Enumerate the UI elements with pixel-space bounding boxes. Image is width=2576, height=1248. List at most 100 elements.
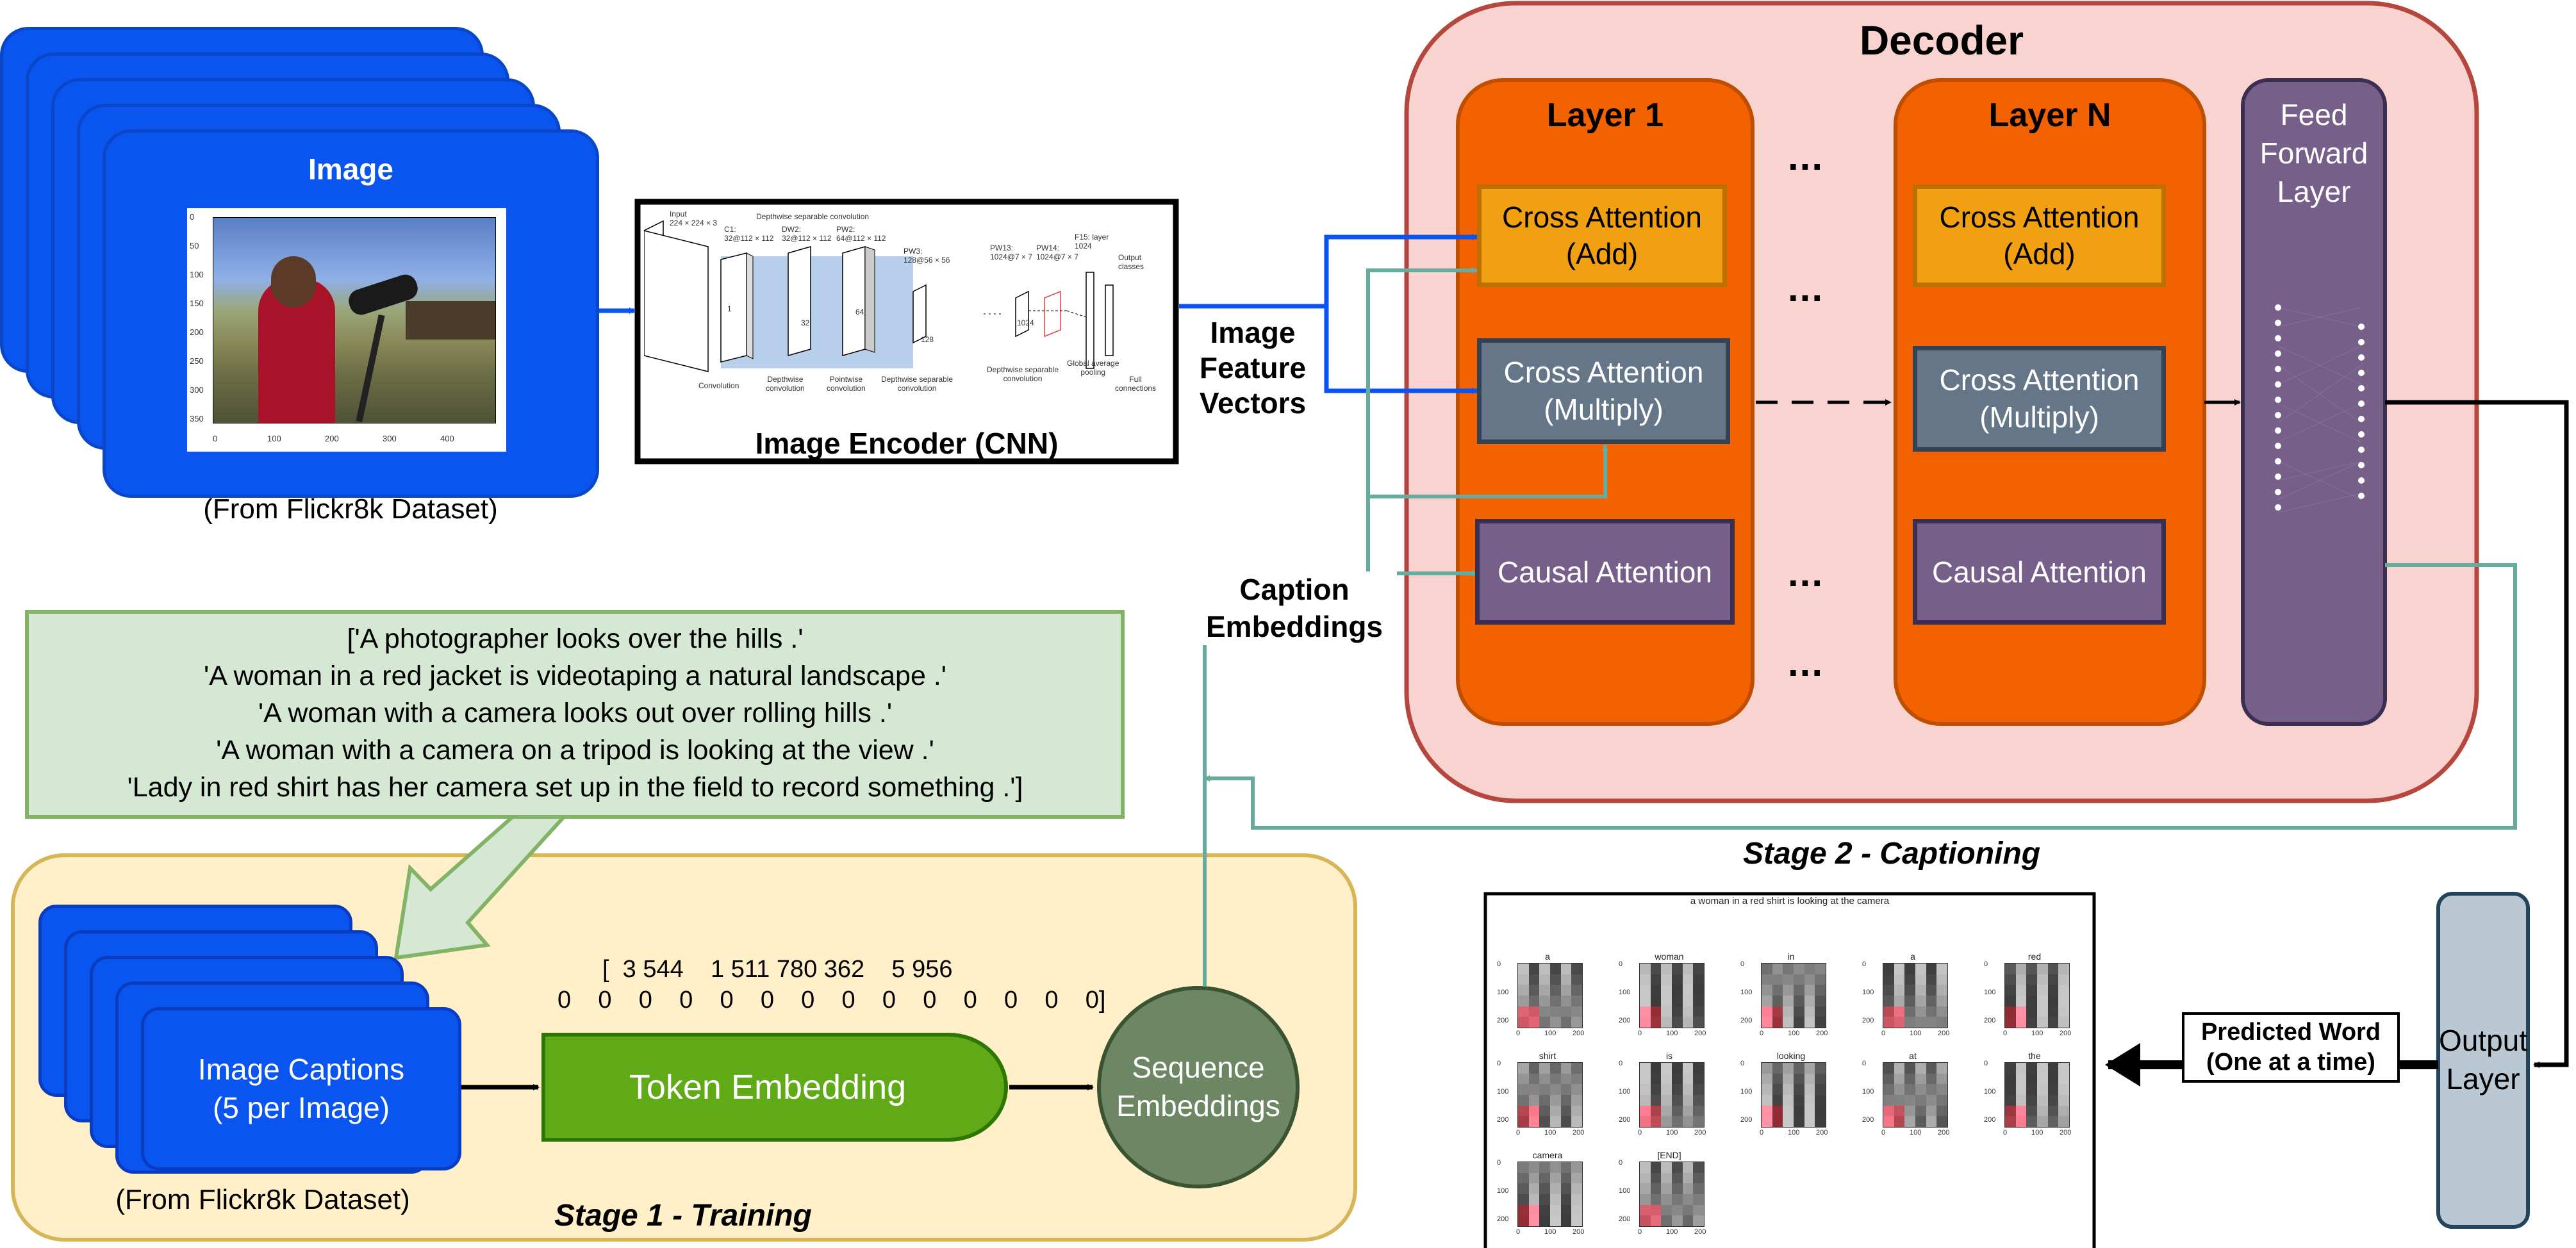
attention-ytick: 200: [1740, 1116, 1753, 1124]
attention-ytick: 0: [1740, 960, 1745, 968]
img-xtick-0: 0: [213, 434, 218, 443]
attention-ytick: 100: [1740, 1088, 1753, 1096]
attention-heatmap: [1883, 1062, 1948, 1128]
attention-ytick: 200: [1984, 1116, 1996, 1124]
attention-heatmap: [1639, 963, 1705, 1028]
arrow-seq-to-cross-add: [1366, 267, 1478, 573]
enc-gap-label: Global average pooling: [1067, 359, 1119, 377]
attention-xtick: 200: [1573, 1129, 1585, 1137]
caption-3: 'A woman with a camera looks out over ro…: [258, 698, 893, 729]
img-xtick-2: 200: [325, 434, 339, 443]
attention-xtick: 0: [1516, 1030, 1521, 1037]
enc-c1-label: C1: 32@112 × 112: [724, 225, 774, 243]
captions-flow-arrow: [393, 815, 568, 960]
attention-heatmap: [1639, 1062, 1705, 1128]
attention-ytick: 100: [1984, 1088, 1996, 1096]
enc-input-label: Input 224 × 224 × 3: [670, 209, 718, 227]
ellipsis-1: ...: [1788, 135, 1824, 178]
decoder-title: Decoder: [1859, 17, 2024, 63]
attention-heatmap: [1639, 1162, 1705, 1227]
attention-ytick: 200: [1862, 1017, 1874, 1024]
attention-ytick: 100: [1984, 989, 1996, 996]
attention-xtick: 200: [2060, 1030, 2072, 1037]
layer-n-cross-attention-add: Cross Attention (Add): [1913, 185, 2166, 287]
enc-pointwise-label: Pointwise convolution: [827, 375, 866, 393]
attention-xtick: 100: [1910, 1129, 1922, 1137]
token-embedding-label: Token Embedding: [629, 1068, 907, 1106]
attention-xtick: 0: [1638, 1228, 1642, 1236]
enc-dsc-label: Depthwise separable convolution: [881, 375, 954, 393]
attention-ytick: 100: [1619, 989, 1631, 996]
ffl-input-nodes: [2275, 304, 2281, 511]
attention-word-label: in: [1787, 951, 1795, 962]
attention-xtick: 200: [2060, 1129, 2072, 1137]
attention-ytick: 0: [1497, 1159, 1501, 1167]
layer-1-cross-attention-add: Cross Attention (Add): [1477, 185, 1727, 287]
stage-2-label: Stage 2 - Captioning: [1743, 837, 2041, 871]
caption-1: ['A photographer looks over the hills .': [347, 623, 804, 654]
ellipsis-4: ...: [1788, 641, 1824, 684]
attention-ytick: 0: [1619, 1060, 1623, 1067]
img-ytick-1: 50: [190, 241, 199, 250]
arrow-feedback-loop: [1203, 563, 2517, 830]
attention-word-label: [END]: [1657, 1150, 1681, 1160]
attention-xtick: 200: [1573, 1030, 1585, 1037]
attention-heatmap: [1517, 963, 1583, 1028]
layer-1-causal-attention: Causal Attention: [1475, 519, 1735, 625]
attention-xtick: 100: [1544, 1030, 1556, 1037]
attention-ytick: 0: [1619, 1159, 1623, 1167]
attention-ytick: 100: [1497, 989, 1509, 996]
attention-xtick: 200: [1816, 1030, 1828, 1037]
attention-ytick: 0: [1497, 960, 1501, 968]
enc-n128-label: 128: [921, 335, 934, 344]
captions-list: ['A photographer looks over the hills .'…: [38, 620, 1112, 806]
attention-ytick: 100: [1619, 1187, 1631, 1195]
attention-word-label: at: [1909, 1051, 1917, 1061]
attention-xtick: 100: [1788, 1129, 1800, 1137]
caption-4: 'A woman with a camera on a tripod is lo…: [216, 735, 934, 766]
token-ids-line-2: 0 0 0 0 0 0 0 0 0 0 0 0 0 0]: [557, 987, 1106, 1014]
img-xtick-4: 400: [440, 434, 454, 443]
img-ytick-4: 200: [190, 327, 204, 337]
attention-ytick: 0: [1619, 960, 1623, 968]
caption-embeddings-label: Caption Embeddings: [1192, 571, 1397, 645]
ellipsis-3: ...: [1788, 552, 1824, 595]
attention-xtick: 0: [1881, 1030, 1886, 1037]
attention-ytick: 100: [1497, 1187, 1509, 1195]
token-ids-line-1: [ 3 544 1 511 780 362 5 956: [602, 956, 953, 983]
img-ytick-6: 300: [190, 385, 204, 395]
attention-word-label: is: [1665, 1051, 1673, 1061]
enc-pw2-label: PW2: 64@112 × 112: [836, 225, 886, 243]
attention-xtick: 0: [1516, 1129, 1521, 1137]
image-source-label: (From Flickr8k Dataset): [203, 493, 498, 525]
attention-xtick: 200: [1938, 1030, 1950, 1037]
attention-xtick: 0: [1516, 1228, 1521, 1236]
attention-xtick: 200: [1816, 1129, 1828, 1137]
attention-panel-title: a woman in a red shirt is looking at the…: [1690, 896, 1890, 907]
stage-1-label: Stage 1 - Training: [554, 1199, 812, 1233]
attention-word-label: a: [1545, 951, 1550, 962]
attention-xtick: 100: [1788, 1030, 1800, 1037]
attention-ytick: 200: [1497, 1017, 1509, 1024]
attention-heatmap: [2004, 1062, 2070, 1128]
attention-xtick: 100: [1666, 1030, 1678, 1037]
img-ytick-3: 150: [190, 299, 204, 308]
attention-ytick: 100: [1740, 989, 1753, 996]
photo-fence: [406, 301, 495, 340]
attention-ytick: 0: [1497, 1060, 1501, 1067]
attention-ytick: 200: [1619, 1116, 1631, 1124]
sample-photo: [213, 217, 496, 423]
ffl-output-nodes: [2358, 324, 2365, 499]
attention-word-label: red: [2027, 951, 2042, 962]
feed-forward-label: Feed Forward Layer: [2259, 98, 2368, 208]
attention-map: a 0 100 200 0 100 200: [1493, 951, 1602, 1047]
attention-ytick: 100: [1862, 1088, 1874, 1096]
attention-heatmap: [1517, 1162, 1583, 1227]
attention-word-label: shirt: [1539, 1051, 1556, 1061]
